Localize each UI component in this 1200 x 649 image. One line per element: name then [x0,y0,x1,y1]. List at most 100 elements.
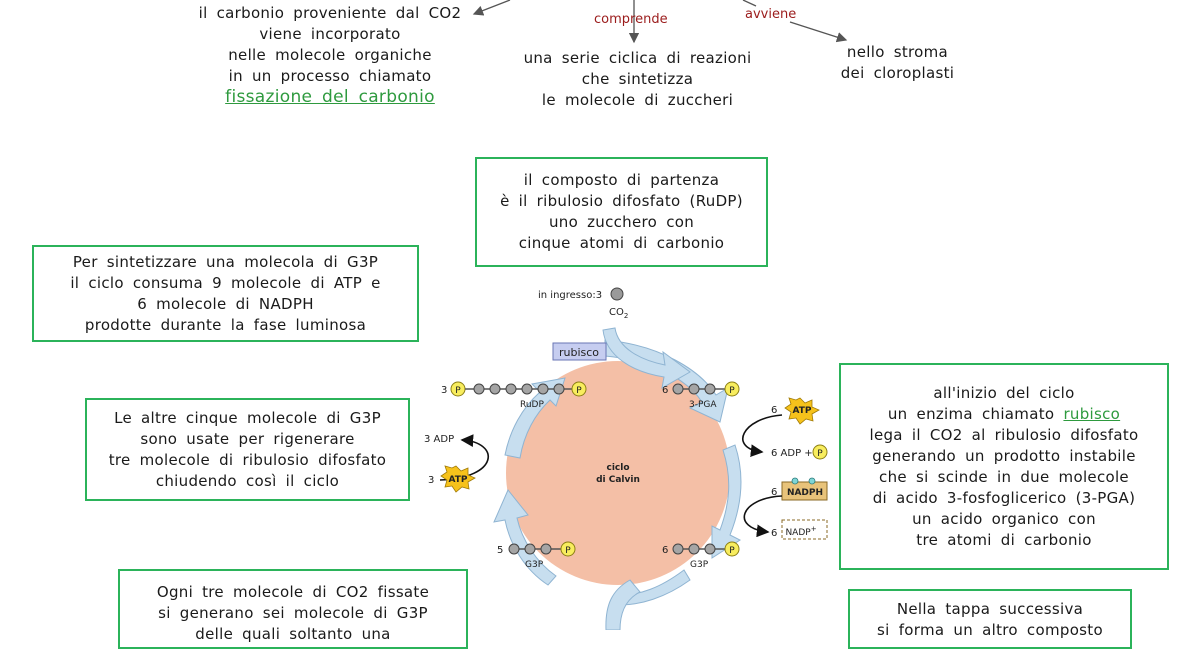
rudp-label: RuDP [520,400,544,410]
electron-icon [808,477,816,485]
nadph-label: NADPH [787,488,823,498]
box-line: il composto di partenza [523,171,720,189]
carbon-atom [553,383,565,395]
carbon-fixation-link[interactable]: fissazione del carbonio [225,87,435,107]
phosphate-label: P [565,546,571,556]
text-line: dei cloroplasti [840,64,955,82]
nadph-box [781,481,828,501]
phosphate [571,381,587,397]
box-line: tre molecole di ribulosio difosfato [108,450,387,469]
stroma-text: nello stroma dei cloroplasti [820,42,975,84]
text-line: che sintetizza [581,70,694,88]
carbon-atom [524,543,536,555]
connector-lines [472,0,848,44]
atp-right-count: 6 [771,405,777,416]
carbon-atom [672,543,684,555]
g3p-left-label: G3P [525,560,544,570]
phosphate-label: P [817,449,823,459]
phosphate-label: P [455,386,461,396]
box-line: Nella tappa successiva [896,600,1084,618]
text-line: viene incorporato [259,25,401,43]
text-line: nelle molecole organiche [228,46,432,64]
atp-left-label: ATP [448,475,467,485]
box-g3p-synthesis: Per sintetizzare una molecola di G3P il … [32,245,419,342]
carbon-fixation-text: il carbonio proveniente dal CO2 viene in… [185,3,475,108]
rudp-count: 3 [441,385,447,396]
phosphate [724,381,740,397]
box-line: è il ribulosio difosfato (RuDP) [500,192,743,210]
pga-count: 6 [662,385,668,396]
carbon-atom [473,383,485,395]
adp-right-label: 6 ADP + [771,448,813,459]
box-line-text: un enzima chiamato [887,404,1064,423]
box-line: il ciclo consuma 9 molecole di ATP e [70,273,381,292]
box-start-compound: il composto di partenza è il ribulosio d… [475,157,768,267]
carbon-atom [704,383,716,395]
cyclic-reactions-text: una serie ciclica di reazioni che sintet… [505,48,770,111]
nadph-consumption-arrow [743,495,783,538]
box-regenerate-rudp: Le altre cinque molecole di G3P sono usa… [85,398,410,501]
box-line: un enzima chiamato rubisco [841,404,1167,425]
nadp-count: 6 [771,528,777,539]
carbon-atom [537,383,549,395]
carbon-atom [508,543,520,555]
co2-entry-arrow [602,327,691,389]
carbon-atom [688,543,700,555]
carbon-atom [521,383,533,395]
g3p-output-arrow [605,579,641,630]
co2-molecule [610,287,624,301]
phosphate-label: P [729,386,735,396]
carbon-atom [489,383,501,395]
box-line: Ogni tre molecole di CO2 fissate [156,583,430,601]
co2-label: CO2 [609,307,628,320]
nadph-count: 6 [771,487,777,498]
box-line: un acido organico con [912,509,1096,528]
carbon-atom [672,383,684,395]
g3p-left-count: 5 [497,545,503,556]
cycle-disc [506,361,730,585]
text-line: una serie ciclica di reazioni [523,49,752,67]
rubisco-enzyme-label: rubisco [559,346,599,359]
input-label: in ingresso:3 [538,290,602,301]
text-line: il carbonio proveniente dal CO2 [198,4,462,22]
phosphate-label: P [729,546,735,556]
phosphate-label: P [576,386,582,396]
cycle-title-1: ciclo [606,463,629,473]
box-line: di acido 3-fosfoglicerico (3-PGA) [872,488,1136,507]
box-line: chiudendo così il ciclo [155,471,340,490]
cycle-title-2: di Calvin [596,475,640,485]
text-line: nello stroma [846,43,949,61]
carbon-atom [505,383,517,395]
box-line: Per sintetizzare una molecola di G3P [72,252,379,271]
phosphate [724,541,740,557]
box-line: lega il CO2 al ribulosio difosfato [869,425,1139,444]
phosphate [812,444,828,460]
box-line: uno zucchero con [548,213,695,231]
box-line: all'inizio del ciclo [933,383,1075,402]
atp-star-icon [440,465,476,493]
atp-left-count: 3 [428,475,434,486]
rubisco-link[interactable]: rubisco [1063,404,1121,423]
box-line: che si scinde in due molecole [879,467,1129,486]
box-line: sono usate per rigenerare [140,429,355,448]
box-line: si generano sei molecole di G3P [158,604,428,622]
atp-consumption-arrow [742,414,783,458]
text-line: le molecole di zuccheri [541,91,734,109]
adp-left-label: 3 ADP [424,434,454,445]
electron-icon [791,477,799,485]
rubisco-enzyme-box [552,342,607,361]
box-line: prodotte durante la fase luminosa [84,315,367,334]
text-line: in un processo chiamato [228,67,432,85]
nadp-label: NADP+ [785,525,816,538]
carbon-atom [704,543,716,555]
box-rubisco: all'inizio del ciclo un enzima chiamato … [839,363,1169,570]
carbon-atom [540,543,552,555]
nadp-box [781,519,828,540]
connector-comprende: comprende [594,12,668,27]
box-line: Le altre cinque molecole di G3P [114,408,381,427]
carbon-atom [688,383,700,395]
pga-label: 3-PGA [689,400,717,410]
phosphate [560,541,576,557]
box-line: 6 molecole di NADPH [137,294,314,313]
atp-star-icon [784,397,820,425]
